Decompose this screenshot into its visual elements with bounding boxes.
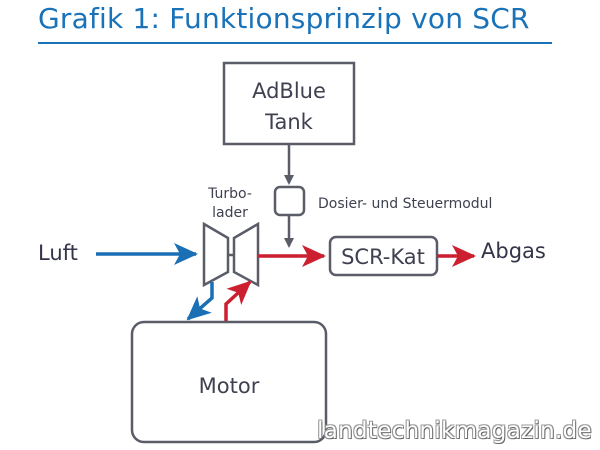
watermark: landtechnikmagazin.de — [317, 418, 592, 444]
adblue-tank-node: AdBlue Tank — [222, 61, 356, 146]
motor-node: Motor — [130, 320, 328, 444]
air-in-label: Luft — [38, 241, 78, 265]
exhaust-out-label: Abgas — [481, 239, 546, 263]
charge-air-arrow — [186, 282, 214, 321]
scr-cat-label: SCR-Kat — [341, 245, 425, 269]
adblue-tank-label-1: AdBlue — [252, 79, 326, 103]
turbocharger-label-1: Turbo- — [207, 186, 252, 202]
turbocharger-label-2: lader — [212, 205, 248, 221]
title-underline — [38, 42, 552, 44]
diagram-title: Grafik 1: Funktionsprinzip von SCR — [38, 2, 530, 35]
dosing-module-node: Dosier- und Steuermodul — [273, 185, 492, 217]
scr-cat-node: SCR-Kat — [328, 235, 439, 277]
turbocharger-icon — [202, 221, 260, 288]
dosing-module-label: Dosier- und Steuermodul — [318, 196, 492, 212]
engine-exhaust-arrow — [224, 280, 252, 322]
motor-label: Motor — [199, 374, 260, 398]
adblue-tank-label-2: Tank — [264, 110, 314, 134]
